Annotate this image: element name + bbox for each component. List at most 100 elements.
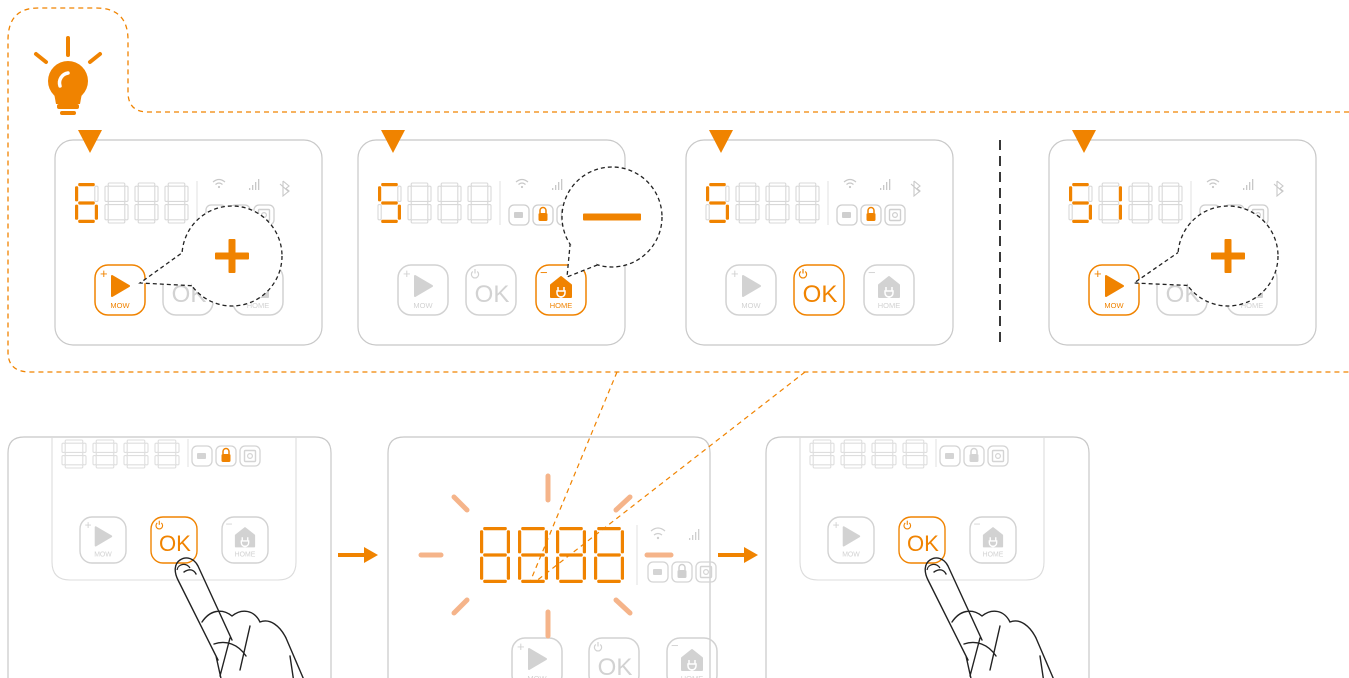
segment — [457, 204, 462, 221]
display-digit — [377, 183, 402, 223]
segment — [705, 204, 710, 221]
callout-plus-step-1: + — [138, 205, 283, 307]
segment — [798, 219, 817, 224]
minus-mark: − — [868, 265, 876, 280]
segment — [61, 442, 66, 453]
play-icon — [742, 275, 761, 297]
ray — [613, 494, 633, 513]
segment — [184, 185, 189, 202]
segment — [768, 182, 787, 187]
segment — [923, 442, 928, 453]
lightbulb-icon — [34, 36, 102, 115]
segment — [64, 439, 84, 444]
signal-bars-icon — [1243, 179, 1254, 190]
home-label: HOME — [247, 301, 270, 310]
house-plug-icon — [550, 276, 572, 298]
segment — [812, 439, 832, 444]
segment — [755, 204, 760, 221]
segment — [843, 464, 863, 469]
power-icon — [903, 520, 912, 530]
lock-icon — [963, 445, 985, 467]
callout-minus-step-2: − — [561, 166, 663, 278]
segment — [1161, 200, 1180, 206]
home-label: HOME — [983, 552, 1004, 559]
segment — [175, 442, 180, 453]
plus-mark: + — [517, 639, 525, 654]
display-digit — [134, 182, 159, 224]
play-icon — [1105, 275, 1124, 297]
segment — [94, 204, 98, 220]
segment — [154, 442, 159, 453]
display-digit — [480, 527, 510, 583]
segment — [1072, 201, 1089, 205]
segment — [815, 204, 820, 221]
segment — [871, 455, 876, 466]
display-digit — [437, 182, 462, 224]
segment — [1128, 185, 1133, 202]
segment — [812, 451, 832, 457]
display-digit — [809, 439, 835, 469]
display-digit — [594, 527, 624, 583]
segment — [154, 455, 159, 466]
segment — [167, 200, 186, 206]
mow-label: MOW — [842, 552, 860, 559]
segment — [1148, 204, 1153, 221]
display-digit — [1068, 183, 1093, 223]
segment — [134, 204, 139, 221]
segment — [381, 201, 398, 205]
power-icon — [470, 269, 480, 279]
panel-frame — [1048, 139, 1317, 346]
segment — [765, 185, 770, 202]
segment — [1069, 186, 1073, 202]
segment — [594, 530, 598, 554]
segment — [154, 204, 159, 221]
minus-mark: − — [226, 517, 233, 531]
battery-icon — [191, 445, 213, 467]
segment — [1101, 219, 1120, 224]
segment — [1178, 185, 1183, 202]
minus-icon — [583, 213, 641, 221]
minus-mark: − — [540, 265, 548, 280]
segment — [134, 185, 139, 202]
device-frame — [799, 437, 1045, 581]
display-digit — [407, 182, 432, 224]
segment — [902, 455, 907, 466]
segment — [124, 185, 129, 202]
mow-label: MOW — [110, 301, 130, 310]
segment — [518, 556, 522, 580]
wifi-icon — [212, 178, 226, 189]
pointing-hand-icon — [174, 557, 304, 678]
segment — [1098, 185, 1103, 202]
mow-button: +MOW — [94, 264, 146, 316]
segment — [167, 219, 186, 224]
segment — [467, 204, 472, 221]
callout-plus-step-4: + — [1132, 205, 1279, 307]
segment — [795, 185, 800, 202]
mow-label: MOW — [527, 674, 547, 678]
wifi-icon — [843, 178, 857, 189]
minus-mark: − — [974, 517, 981, 531]
segment — [861, 442, 866, 453]
sequence-panel-1 — [7, 436, 332, 678]
segment — [104, 185, 109, 202]
segment — [457, 185, 462, 202]
segment — [738, 200, 757, 206]
display-digit — [467, 182, 492, 224]
segment — [144, 442, 149, 453]
steps-group-outline — [7, 7, 1349, 373]
ray — [451, 597, 470, 616]
segment — [795, 204, 800, 221]
ok-label: OK — [598, 654, 633, 678]
segment — [61, 455, 66, 466]
segment — [1101, 200, 1120, 206]
device-frame — [51, 437, 297, 581]
segment — [768, 219, 787, 224]
segment — [483, 527, 507, 531]
house-plug-icon — [982, 527, 1004, 548]
battery-icon — [939, 445, 961, 467]
display-digit — [902, 439, 928, 469]
segment — [64, 464, 84, 469]
segment — [840, 442, 845, 453]
segment — [809, 442, 814, 453]
